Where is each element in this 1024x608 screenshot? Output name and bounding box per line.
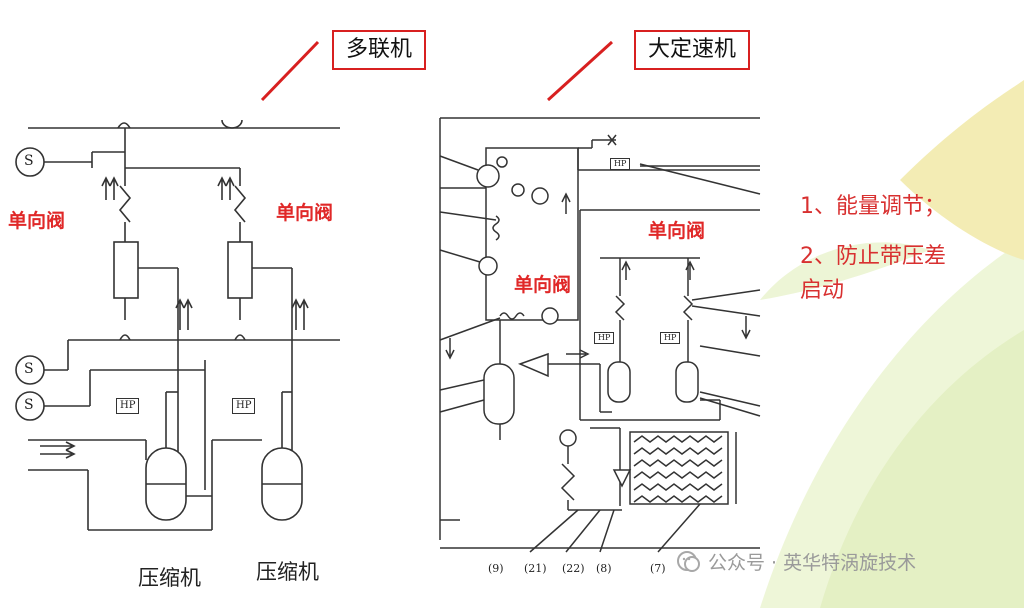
hp-switch-label: HP [610,158,631,170]
ref-number: (9) [488,562,504,575]
fixed-speed-label: 大定速机 [634,30,751,70]
sensor-s-label: S [24,153,34,169]
hp-switch-label: HP [116,398,140,414]
check-valve-label: 单向阀 [648,220,706,242]
note-item-1: 1、能量调节； [800,194,946,219]
watermark-text: 公众号 · 英华特涡旋技术 [708,552,917,574]
pointer-fixed [546,40,614,102]
ref-number: (21) [524,562,547,575]
check-valve-label: 单向阀 [276,202,334,224]
compressor-caption: 压缩机 [256,560,319,584]
right-schematic [439,117,761,553]
watermark: 公众号 · 英华特涡旋技术 [676,548,916,575]
wechat-icon [677,550,700,572]
hp-switch-label: HP [594,332,615,344]
leaf-decoration [760,80,1024,608]
pointer-multi [260,40,320,102]
sensor-s-label: S [24,397,34,413]
hp-switch-label: HP [232,398,256,414]
ref-number: (22) [562,562,585,575]
check-valve-label: 单向阀 [8,210,66,232]
compressor-caption: 压缩机 [138,566,201,590]
ref-number: (8) [596,562,612,575]
sensor-s-label: S [24,361,34,377]
hp-switch-label: HP [660,332,681,344]
multi-split-label: 多联机 [332,30,427,70]
note-item-2-line-1: 2、防止带压差 [800,244,946,269]
note-item-2-line-2: 启动 [800,278,845,303]
check-valve-label: 单向阀 [514,274,572,296]
left-schematic [15,119,340,531]
ref-number: (7) [650,562,666,575]
